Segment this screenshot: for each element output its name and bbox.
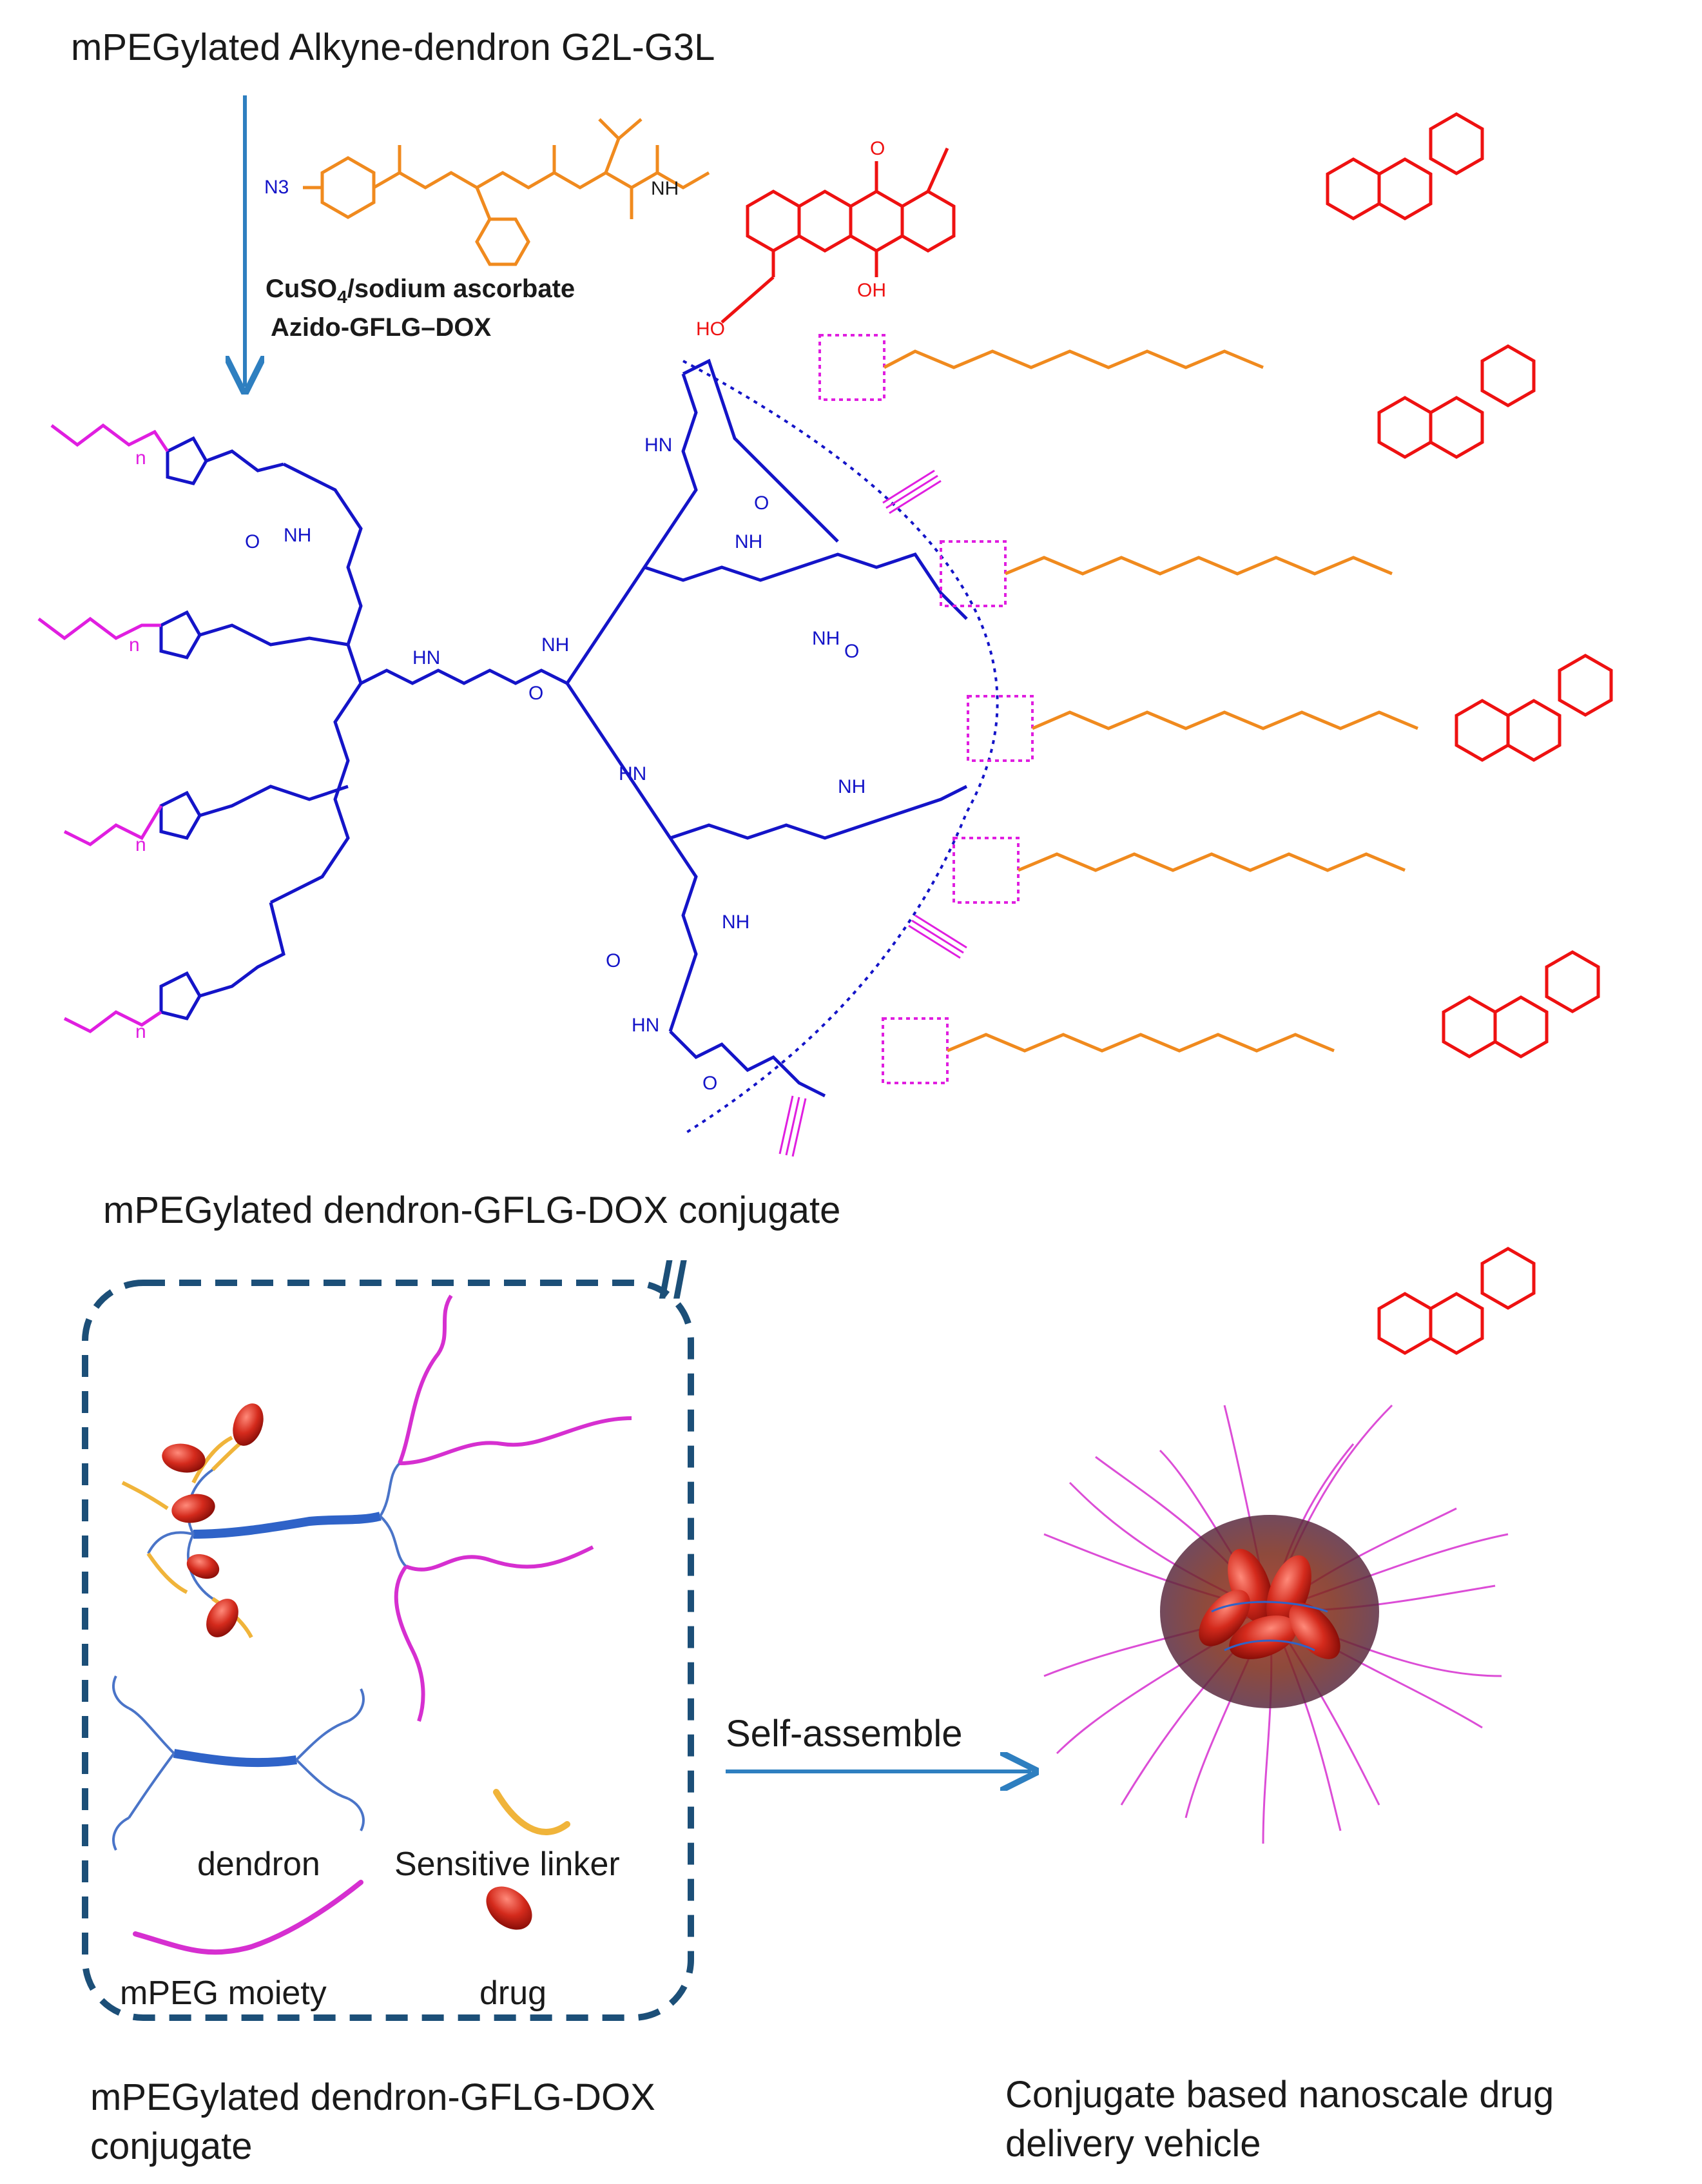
atom-o-5: O <box>606 950 621 971</box>
single-conjugate-illustration <box>121 1294 632 1722</box>
terminal-alkynes <box>778 469 967 1157</box>
atom-o-6: O <box>702 1073 717 1094</box>
triazole-boxes <box>818 334 1034 1084</box>
nanoparticle <box>1043 1404 1509 1844</box>
dox-ring-c <box>849 190 904 253</box>
dendron-amide-labels: NH HN NH HN NH NH HN NH HN NH O O O O O … <box>245 434 866 1094</box>
atom-o-4: O <box>844 641 859 662</box>
legend-linker-icon <box>493 1789 570 1835</box>
atom-o-2: O <box>528 683 543 704</box>
reagent-line-2: Azido-GFLG–DOX <box>271 313 492 342</box>
atom-hn-3: HN <box>619 763 646 785</box>
reagent-line-1: CuSO4/sodium ascorbate <box>266 275 575 307</box>
atom-n3: N3 <box>264 177 289 198</box>
legend-linker-label: Sensitive linker <box>394 1846 620 1883</box>
label-vehicle-1: Conjugate based nanoscale drug <box>1005 2074 1554 2116</box>
legend-mpeg-icon <box>133 1880 363 1955</box>
atom-nh-5: NH <box>722 912 749 933</box>
label-conjugate-mid: mPEGylated dendron-GFLG-DOX conjugate <box>103 1189 841 1231</box>
reagent-ascorbate: /sodium ascorbate <box>347 275 575 303</box>
label-conjugate-bottom-2: conjugate <box>90 2125 253 2167</box>
left-peg-arms: n n n n <box>37 423 349 1042</box>
dox-ring-d <box>900 190 956 253</box>
atom-nh-3: NH <box>735 531 762 552</box>
legend-drug-icon <box>486 1886 532 1930</box>
peg-sub-n-4: n <box>135 1021 146 1042</box>
dendron-boundary-arc <box>682 360 999 1136</box>
title-top: mPEGylated Alkyne-dendron G2L-G3L <box>71 26 715 68</box>
legend-dendron-label: dendron <box>197 1846 320 1883</box>
gflg-dox-arms <box>883 112 1613 1355</box>
label-conjugate-bottom-1: mPEGylated dendron-GFLG-DOX <box>90 2076 655 2118</box>
legend-mpeg-label: mPEG moiety <box>120 1974 327 2012</box>
dendron-core <box>269 358 968 1098</box>
atom-o-dox: O <box>870 138 885 159</box>
atom-hn-4: HN <box>632 1015 659 1036</box>
label-vehicle-2: delivery vehicle <box>1005 2123 1261 2165</box>
reagent-cuso: CuSO <box>266 275 338 303</box>
azido-gflg-dox-molecule: N3 NH O OH HO <box>264 118 956 340</box>
peg-sub-n-2: n <box>129 634 140 656</box>
atom-nh-4: NH <box>812 628 840 649</box>
atom-oh-dox: OH <box>857 280 886 301</box>
atom-nh-1: NH <box>284 525 311 546</box>
atom-nh-6: NH <box>838 776 866 797</box>
atom-hn-1: HN <box>412 647 440 668</box>
atom-nh: NH <box>651 178 679 199</box>
dox-ring-b <box>797 190 853 253</box>
legend-drug-label: drug <box>479 1974 547 2012</box>
peg-sub-n-1: n <box>135 447 146 469</box>
atom-hn-2: HN <box>644 434 672 456</box>
atom-o-1: O <box>245 531 260 552</box>
atom-ho-dox: HO <box>696 318 725 340</box>
legend-dendron-icon <box>112 1675 365 1851</box>
atom-nh-2: NH <box>541 634 569 656</box>
dox-ring-a <box>746 190 801 253</box>
reagent-sub: 4 <box>337 287 347 307</box>
benzene-ring-top <box>320 156 376 219</box>
label-self-assemble: Self-assemble <box>726 1713 963 1755</box>
equals-mark: // <box>659 1251 688 1309</box>
atom-o-3: O <box>754 492 769 514</box>
legend-box <box>82 1280 694 2021</box>
peg-sub-n-3: n <box>135 834 146 855</box>
